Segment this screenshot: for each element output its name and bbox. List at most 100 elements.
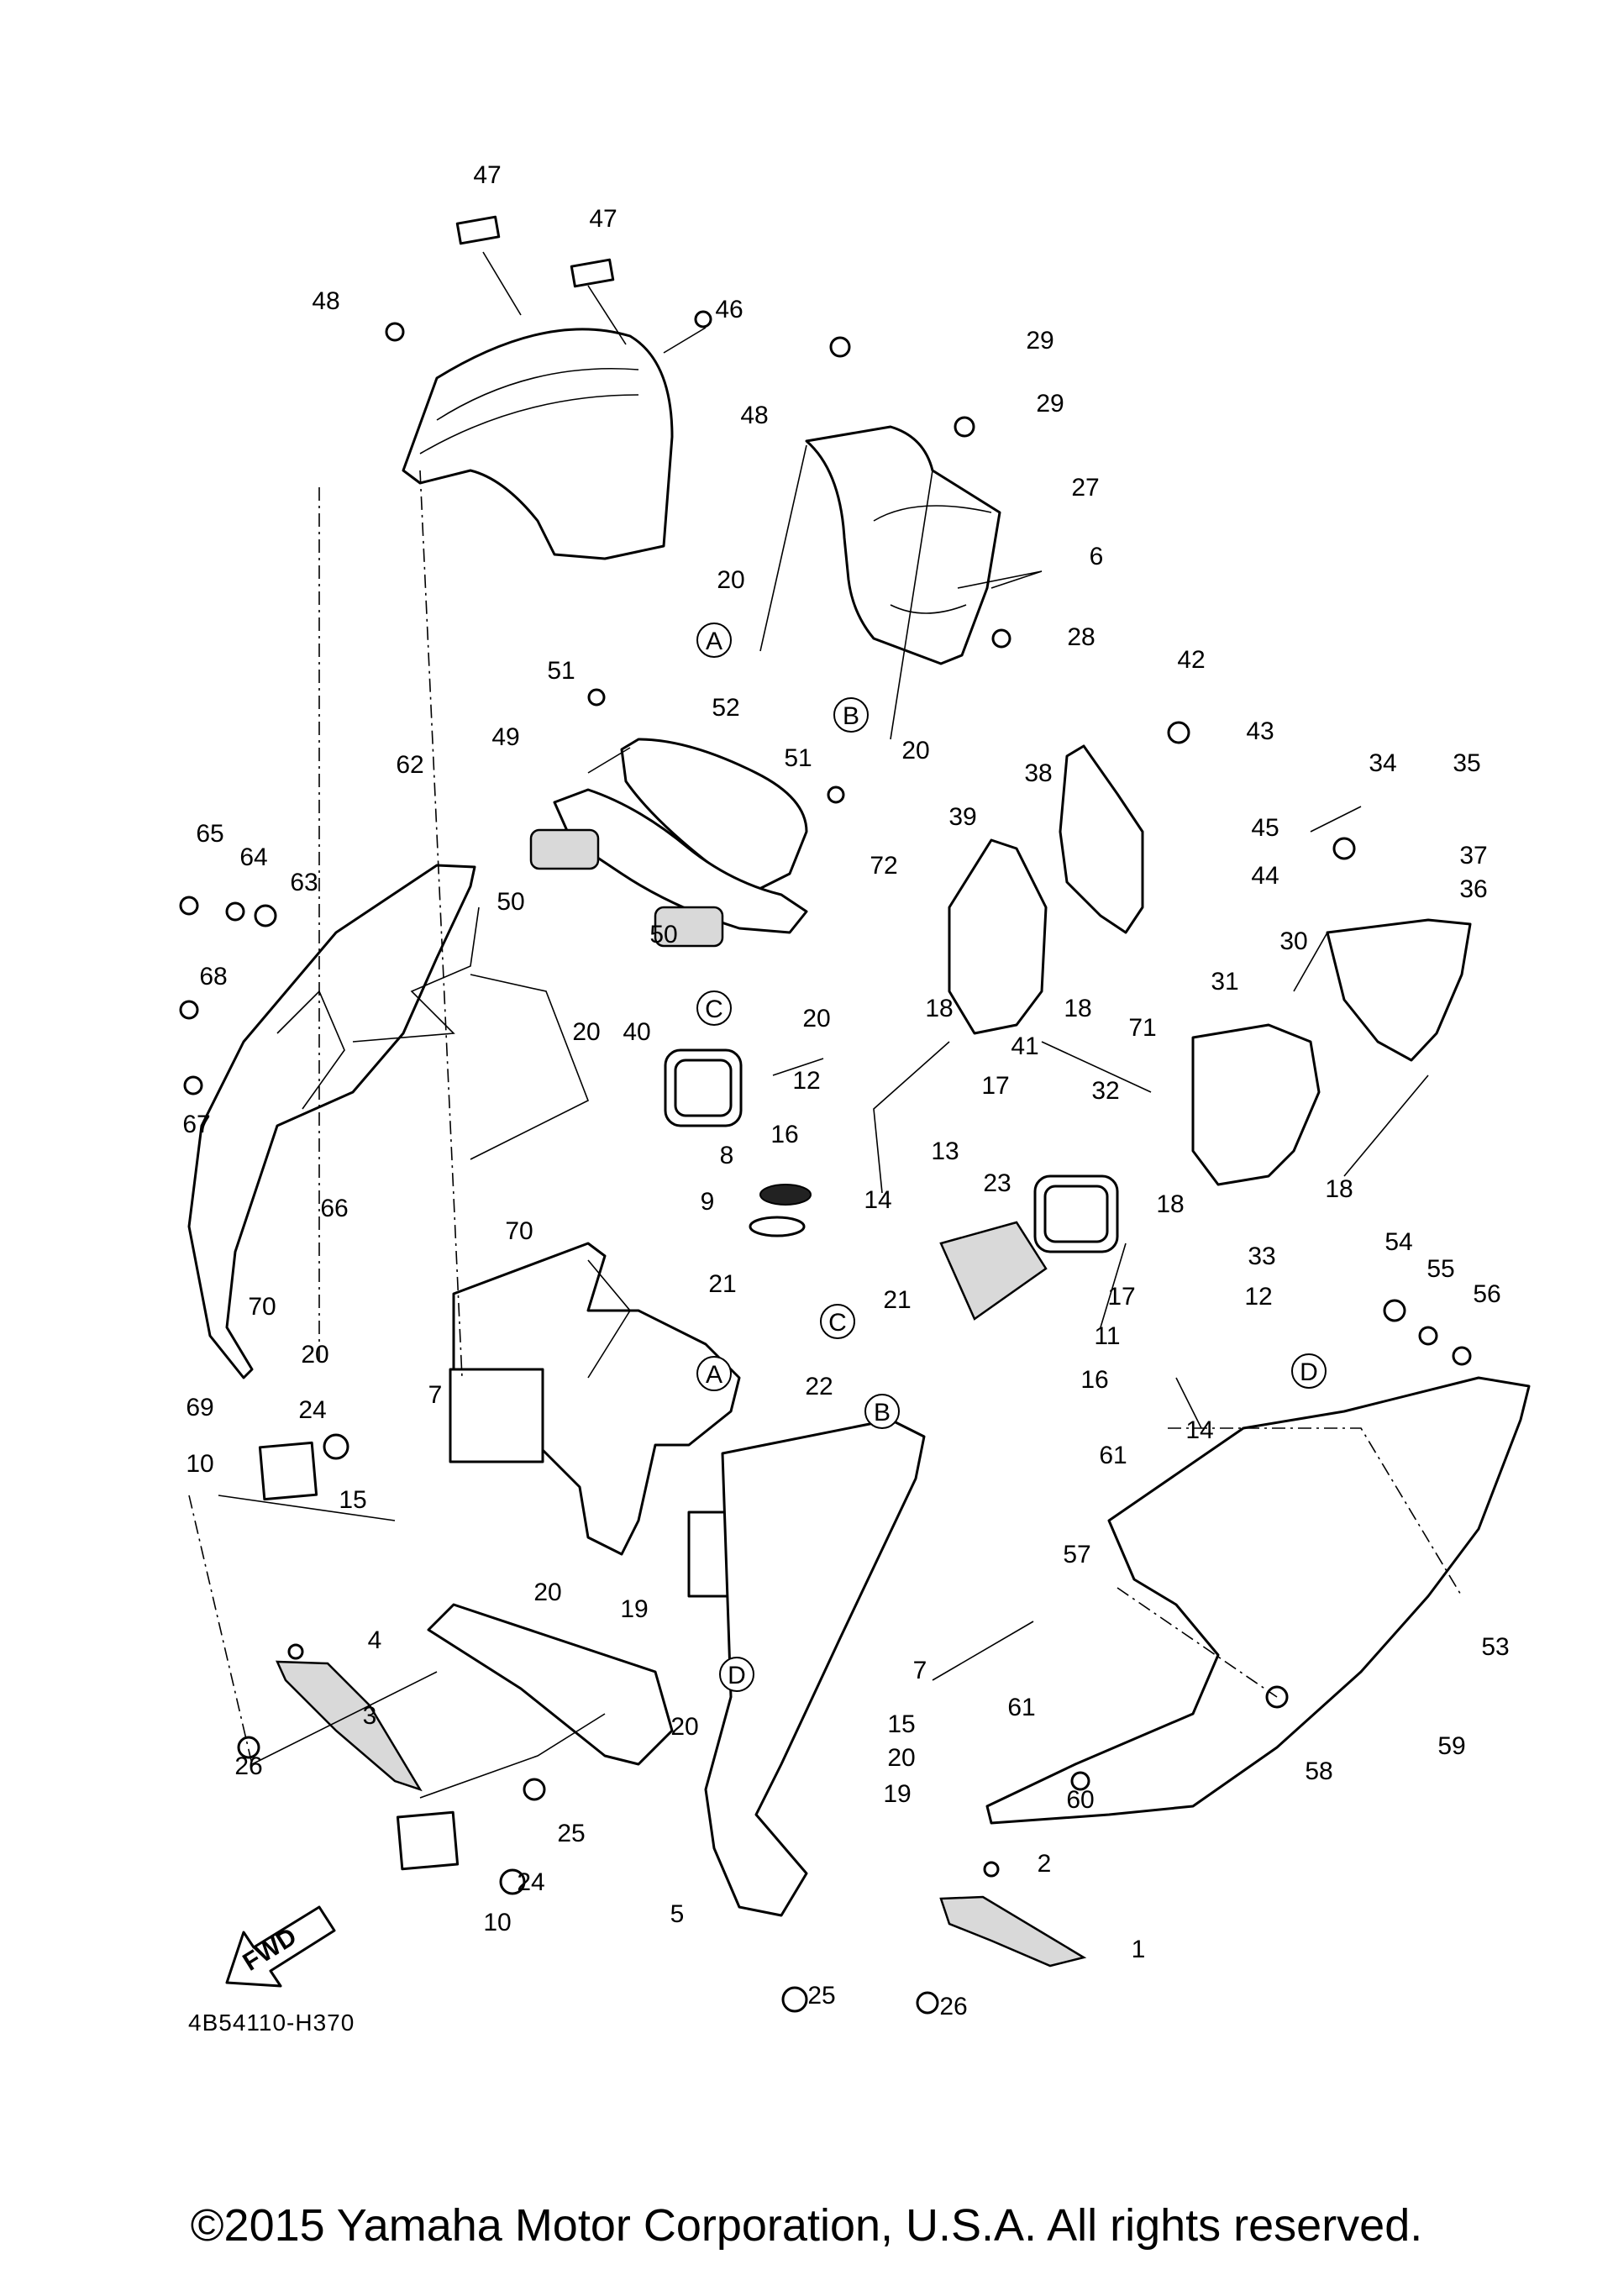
part-3-emblem: [276, 1660, 423, 1792]
part-40-seal-inner: [674, 1059, 733, 1117]
assembly-guides: [188, 470, 1463, 1765]
callout-70: 70: [248, 1293, 276, 1321]
callout-11: 11: [1094, 1322, 1120, 1350]
callout-5: 5: [670, 1900, 685, 1928]
callout-3: 3: [363, 1702, 377, 1730]
ref-marker-a-top-label: A: [706, 628, 722, 655]
callout-29: 29: [1036, 390, 1064, 418]
callout-49: 49: [491, 723, 519, 751]
copyright-notice: ©2015 Yamaha Motor Corporation, U.S.A. A…: [190, 2200, 1423, 2251]
part-32-seal-inner: [1043, 1185, 1109, 1243]
callout-20: 20: [301, 1341, 328, 1369]
part-rail-lower: [427, 1603, 674, 1766]
callout-16: 16: [770, 1121, 798, 1148]
callout-18: 18: [925, 995, 953, 1022]
ref-marker-c-frame: [820, 1304, 855, 1339]
part-46-front-cover: [402, 328, 674, 560]
callout-4: 4: [368, 1626, 382, 1654]
part-53-right-cover: [985, 1376, 1531, 1825]
part-39-glovebox: [948, 838, 1048, 1035]
ref-marker-d-lower-label: D: [728, 1662, 746, 1689]
callout-53: 53: [1481, 1633, 1509, 1661]
ref-marker-d-right: [1291, 1353, 1327, 1389]
ref-marker-a-top: [696, 623, 732, 658]
callout-63: 63: [290, 869, 318, 896]
callout-50: 50: [497, 888, 524, 916]
callout-16: 16: [1080, 1366, 1108, 1394]
callout-12: 12: [792, 1067, 820, 1095]
callout-31: 31: [1211, 968, 1238, 996]
callout-47: 47: [473, 161, 501, 189]
callout-37: 37: [1459, 842, 1487, 870]
callout-59: 59: [1437, 1732, 1465, 1760]
callout-35: 35: [1453, 749, 1480, 777]
callout-20: 20: [572, 1018, 600, 1046]
callout-57: 57: [1063, 1541, 1090, 1568]
callout-20: 20: [670, 1713, 698, 1741]
callout-34: 34: [1369, 749, 1396, 777]
callout-39: 39: [948, 803, 976, 831]
ref-marker-a-frame: [696, 1356, 732, 1391]
part-50-pad: [529, 828, 600, 870]
callout-12: 12: [1244, 1283, 1272, 1311]
callout-32: 32: [1091, 1077, 1119, 1105]
reference-markers: A B C A B C D D: [696, 623, 1327, 1692]
callout-48: 48: [312, 287, 339, 315]
callout-18: 18: [1325, 1175, 1353, 1203]
callout-20: 20: [901, 737, 929, 764]
forward-direction-arrow: FWD: [225, 1905, 336, 1988]
callout-1: 1: [1132, 1936, 1146, 1963]
callout-62: 62: [396, 751, 423, 779]
ref-marker-d-right-label: D: [1300, 1358, 1318, 1386]
callout-23: 23: [983, 1169, 1011, 1197]
callout-8: 8: [720, 1142, 734, 1169]
callout-65: 65: [196, 820, 223, 848]
part-10-pad-2: [396, 1810, 460, 1871]
callout-38: 38: [1024, 759, 1052, 787]
callout-21: 21: [708, 1270, 736, 1298]
callout-71: 71: [1128, 1014, 1156, 1042]
callout-25: 25: [807, 1982, 835, 2010]
part-62-left-cover: [187, 864, 476, 1379]
part-shapes: [179, 215, 1531, 2015]
callout-20: 20: [887, 1744, 915, 1772]
callout-17: 17: [1107, 1283, 1135, 1311]
ref-marker-a-frame-label: A: [706, 1361, 722, 1389]
callout-20: 20: [802, 1005, 830, 1032]
callout-19: 19: [883, 1780, 911, 1808]
callout-14: 14: [864, 1186, 891, 1214]
callout-58: 58: [1305, 1757, 1332, 1785]
callout-20: 20: [533, 1579, 561, 1606]
callout-30: 30: [1279, 927, 1307, 955]
ref-marker-c-top-label: C: [705, 996, 723, 1023]
callout-72: 72: [870, 852, 897, 880]
leader-lines: [218, 251, 1429, 1799]
callout-42: 42: [1177, 646, 1205, 674]
callout-48: 48: [740, 402, 768, 429]
callout-19: 19: [620, 1595, 648, 1623]
callout-25: 25: [557, 1820, 585, 1847]
callout-56: 56: [1473, 1280, 1500, 1308]
callout-54: 54: [1384, 1228, 1412, 1256]
part-10-pad: [258, 1441, 318, 1501]
part-31-glovebox: [1191, 1023, 1321, 1186]
ref-marker-d-lower: [719, 1657, 754, 1692]
callout-24: 24: [517, 1868, 544, 1896]
part-49-bezel: [553, 788, 808, 934]
callout-67: 67: [182, 1111, 210, 1138]
callout-14: 14: [1185, 1416, 1213, 1444]
callout-2: 2: [1038, 1850, 1052, 1878]
part-27-panel: [805, 425, 1001, 665]
callout-40: 40: [623, 1018, 650, 1046]
callout-7: 7: [913, 1657, 927, 1684]
callout-52: 52: [712, 694, 739, 722]
callout-33: 33: [1248, 1243, 1275, 1270]
callout-68: 68: [199, 963, 227, 990]
part-box-left: [449, 1368, 544, 1463]
callout-41: 41: [1011, 1032, 1038, 1060]
callout-64: 64: [239, 843, 267, 871]
part-52-meter-panel: [620, 738, 808, 892]
callout-29: 29: [1026, 327, 1053, 355]
